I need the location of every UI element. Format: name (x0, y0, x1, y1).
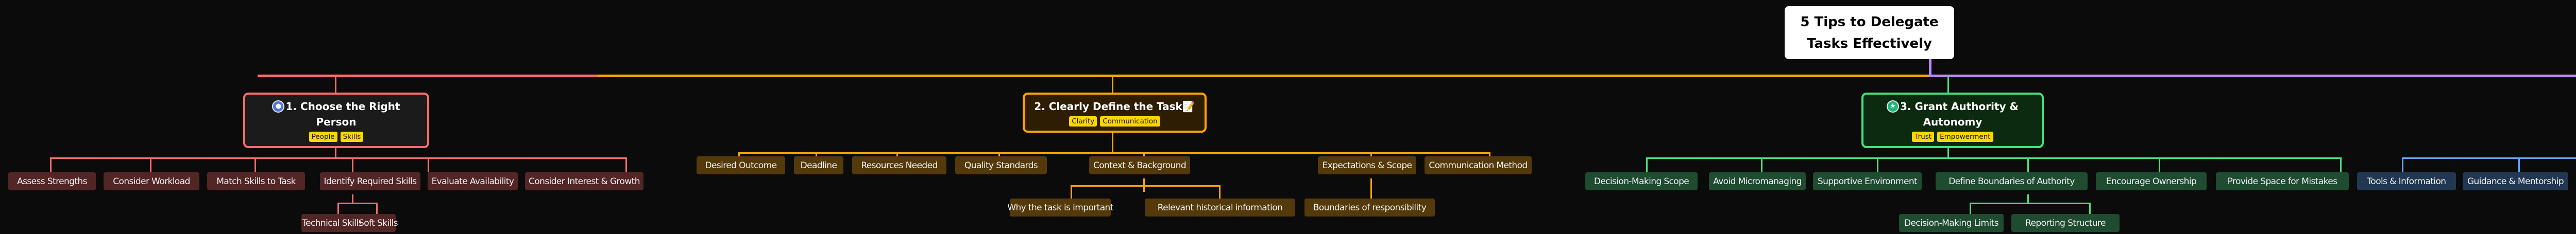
connector (2402, 157, 2576, 159)
leaf-node[interactable]: Consider Interest & Growth (525, 172, 643, 190)
connector (2402, 157, 2403, 172)
connector (255, 157, 256, 172)
leaf-node[interactable]: Soft Skills (359, 214, 398, 232)
connector (335, 75, 336, 93)
leaf-node[interactable]: Evaluate Availability (428, 172, 518, 190)
connector (352, 157, 353, 172)
connector (335, 148, 336, 158)
leaf-node[interactable]: Identify Required Skills (320, 172, 420, 190)
connector (1970, 203, 2091, 204)
leaf-node[interactable]: Decision-Making Scope (1585, 172, 1698, 190)
connector (1071, 185, 1220, 187)
star-icon: ★ (1887, 100, 1899, 113)
connector (1947, 76, 1949, 93)
connector (2518, 157, 2520, 172)
leaf-node[interactable]: Avoid Micromanaging (1709, 172, 1806, 190)
leaf-node[interactable]: Desired Outcome (697, 156, 785, 174)
branch-title: 3. Grant Authority & Autonomy (1900, 100, 2019, 128)
leaf-node[interactable]: Expectations & Scope (1318, 156, 1416, 174)
connector (150, 157, 151, 172)
connector (258, 75, 598, 77)
connector (428, 157, 429, 172)
branch-node-2[interactable]: 2. Clearly Define the Task📝 Clarity Comm… (1023, 93, 1207, 133)
connector (337, 203, 378, 204)
connector (2027, 157, 2029, 172)
leaf-node[interactable]: Define Boundaries of Authority (1936, 172, 2088, 190)
connector (1929, 59, 1931, 77)
tag-badge: Skills (340, 132, 364, 142)
connector (2159, 157, 2160, 172)
connector (1071, 185, 1072, 199)
leaf-node[interactable]: Guidance & Mentorship (2463, 172, 2568, 190)
leaf-node[interactable]: Decision-Making Limits (1899, 214, 2004, 232)
leaf-node[interactable]: Tools & Information (2357, 172, 2456, 190)
leaf-node[interactable]: Context & Background (1089, 156, 1190, 174)
connector (598, 75, 1931, 77)
connector (1219, 185, 1221, 199)
tag-badge: Trust (1912, 132, 1935, 142)
connector (1112, 76, 1113, 93)
tag-badge: Communication (1100, 116, 1160, 127)
root-node[interactable]: 5 Tips to Delegate Tasks Effectively (1785, 6, 1954, 59)
leaf-node[interactable]: Relevant historical information (1145, 199, 1295, 217)
connector (2027, 194, 2029, 204)
leaf-node[interactable]: Deadline (794, 156, 843, 174)
leaf-node[interactable]: Why the task is important (1007, 199, 1113, 217)
leaf-node[interactable]: Quality Standards (955, 156, 1047, 174)
connector (1877, 157, 1878, 172)
leaf-node[interactable]: Consider Workload (104, 172, 199, 190)
leaf-node[interactable]: Communication Method (1425, 156, 1532, 174)
leaf-node[interactable]: Provide Space for Mistakes (2216, 172, 2349, 190)
leaf-node[interactable]: Assess Strengths (8, 172, 96, 190)
tag-badge: Empowerment (1937, 132, 1993, 142)
leaf-node[interactable]: Supportive Environment (1813, 172, 1922, 190)
connector (1947, 148, 1949, 158)
connector (50, 157, 52, 172)
leaf-node[interactable]: Technical Skills (301, 214, 363, 232)
memo-icon: 📝 (1182, 100, 1195, 113)
branch-node-3[interactable]: ★3. Grant Authority & Autonomy Trust Emp… (1861, 93, 2044, 148)
branch-node-1[interactable]: ●1. Choose the Right Person People Skill… (243, 93, 429, 148)
branch-title: 2. Clearly Define the Task (1034, 100, 1182, 113)
leaf-node[interactable]: Boundaries of responsibility (1304, 199, 1435, 217)
connector (376, 203, 378, 214)
leaf-node[interactable]: Resources Needed (852, 156, 946, 174)
connector (1646, 157, 2342, 159)
root-title: 5 Tips to Delegate Tasks Effectively (1800, 14, 1939, 51)
connector (1761, 157, 1762, 172)
leaf-node[interactable]: Reporting Structure (2011, 214, 2120, 232)
connector (1646, 157, 1648, 172)
person-icon: ● (272, 100, 285, 113)
tag-badge: Clarity (1069, 116, 1097, 127)
connector (352, 194, 353, 204)
connector (50, 157, 627, 159)
leaf-node[interactable]: Match Skills to Task (207, 172, 305, 190)
connector (625, 157, 627, 172)
connector (337, 203, 339, 214)
connector (2089, 203, 2091, 214)
branch-title: 1. Choose the Right Person (285, 100, 400, 128)
connector (2340, 157, 2342, 172)
connector (1929, 75, 2576, 77)
leaf-node[interactable]: Encourage Ownership (2096, 172, 2207, 190)
tag-badge: People (309, 132, 337, 142)
connector (738, 152, 1490, 154)
connector (1370, 178, 1372, 199)
connector (1112, 133, 1113, 153)
connector (1970, 203, 1971, 214)
